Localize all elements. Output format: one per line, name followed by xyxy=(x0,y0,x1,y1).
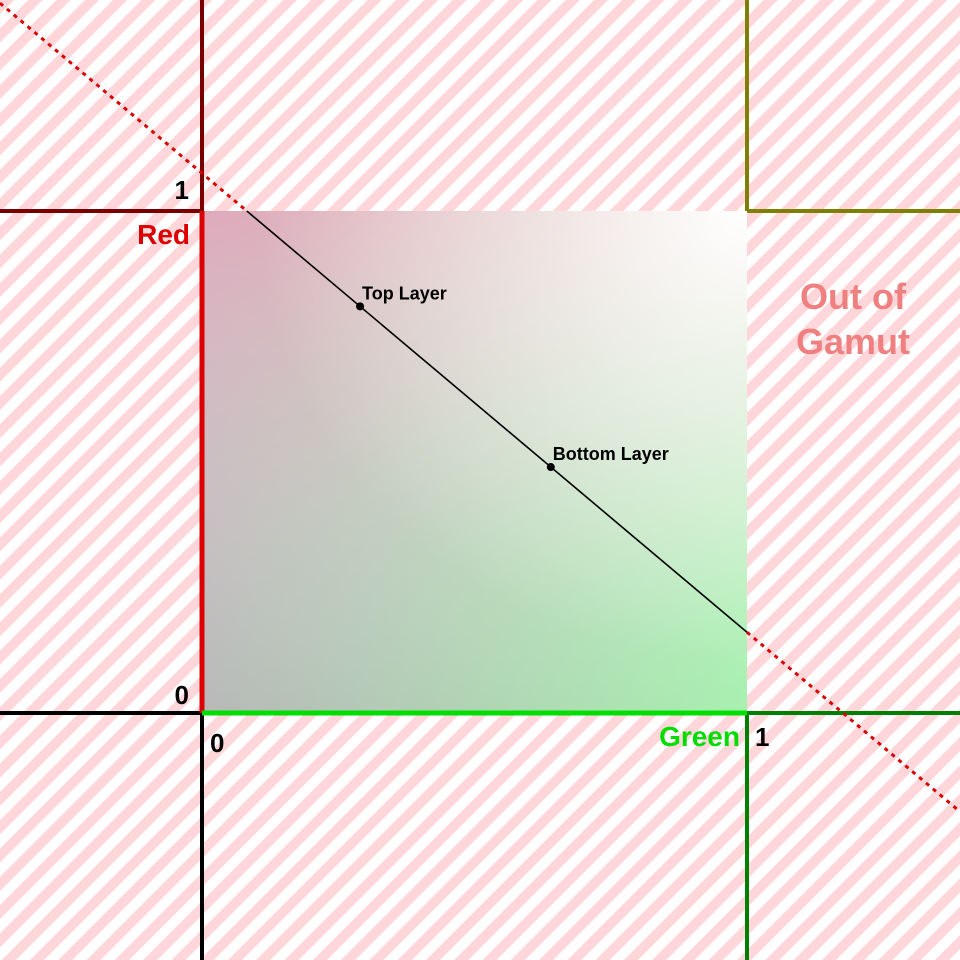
mix-line xyxy=(246,210,748,633)
green-axis-label: Green xyxy=(659,721,740,752)
red-tick-max: 1 xyxy=(175,175,189,205)
red-axis-label: Red xyxy=(137,219,190,250)
green-tick-min: 0 xyxy=(210,728,224,758)
red-tick-min: 0 xyxy=(175,680,189,710)
point-marker-1 xyxy=(546,463,555,472)
out-of-gamut-label-line1: Out of xyxy=(800,276,907,317)
point-label-1: Bottom Layer xyxy=(553,444,669,464)
out-of-gamut-label-line2: Gamut xyxy=(796,321,910,362)
in-gamut-square xyxy=(202,211,747,713)
point-marker-0 xyxy=(356,302,365,311)
point-label-0: Top Layer xyxy=(362,283,447,303)
mix-line-extension-lower xyxy=(746,631,960,813)
green-tick-max: 1 xyxy=(755,722,769,752)
